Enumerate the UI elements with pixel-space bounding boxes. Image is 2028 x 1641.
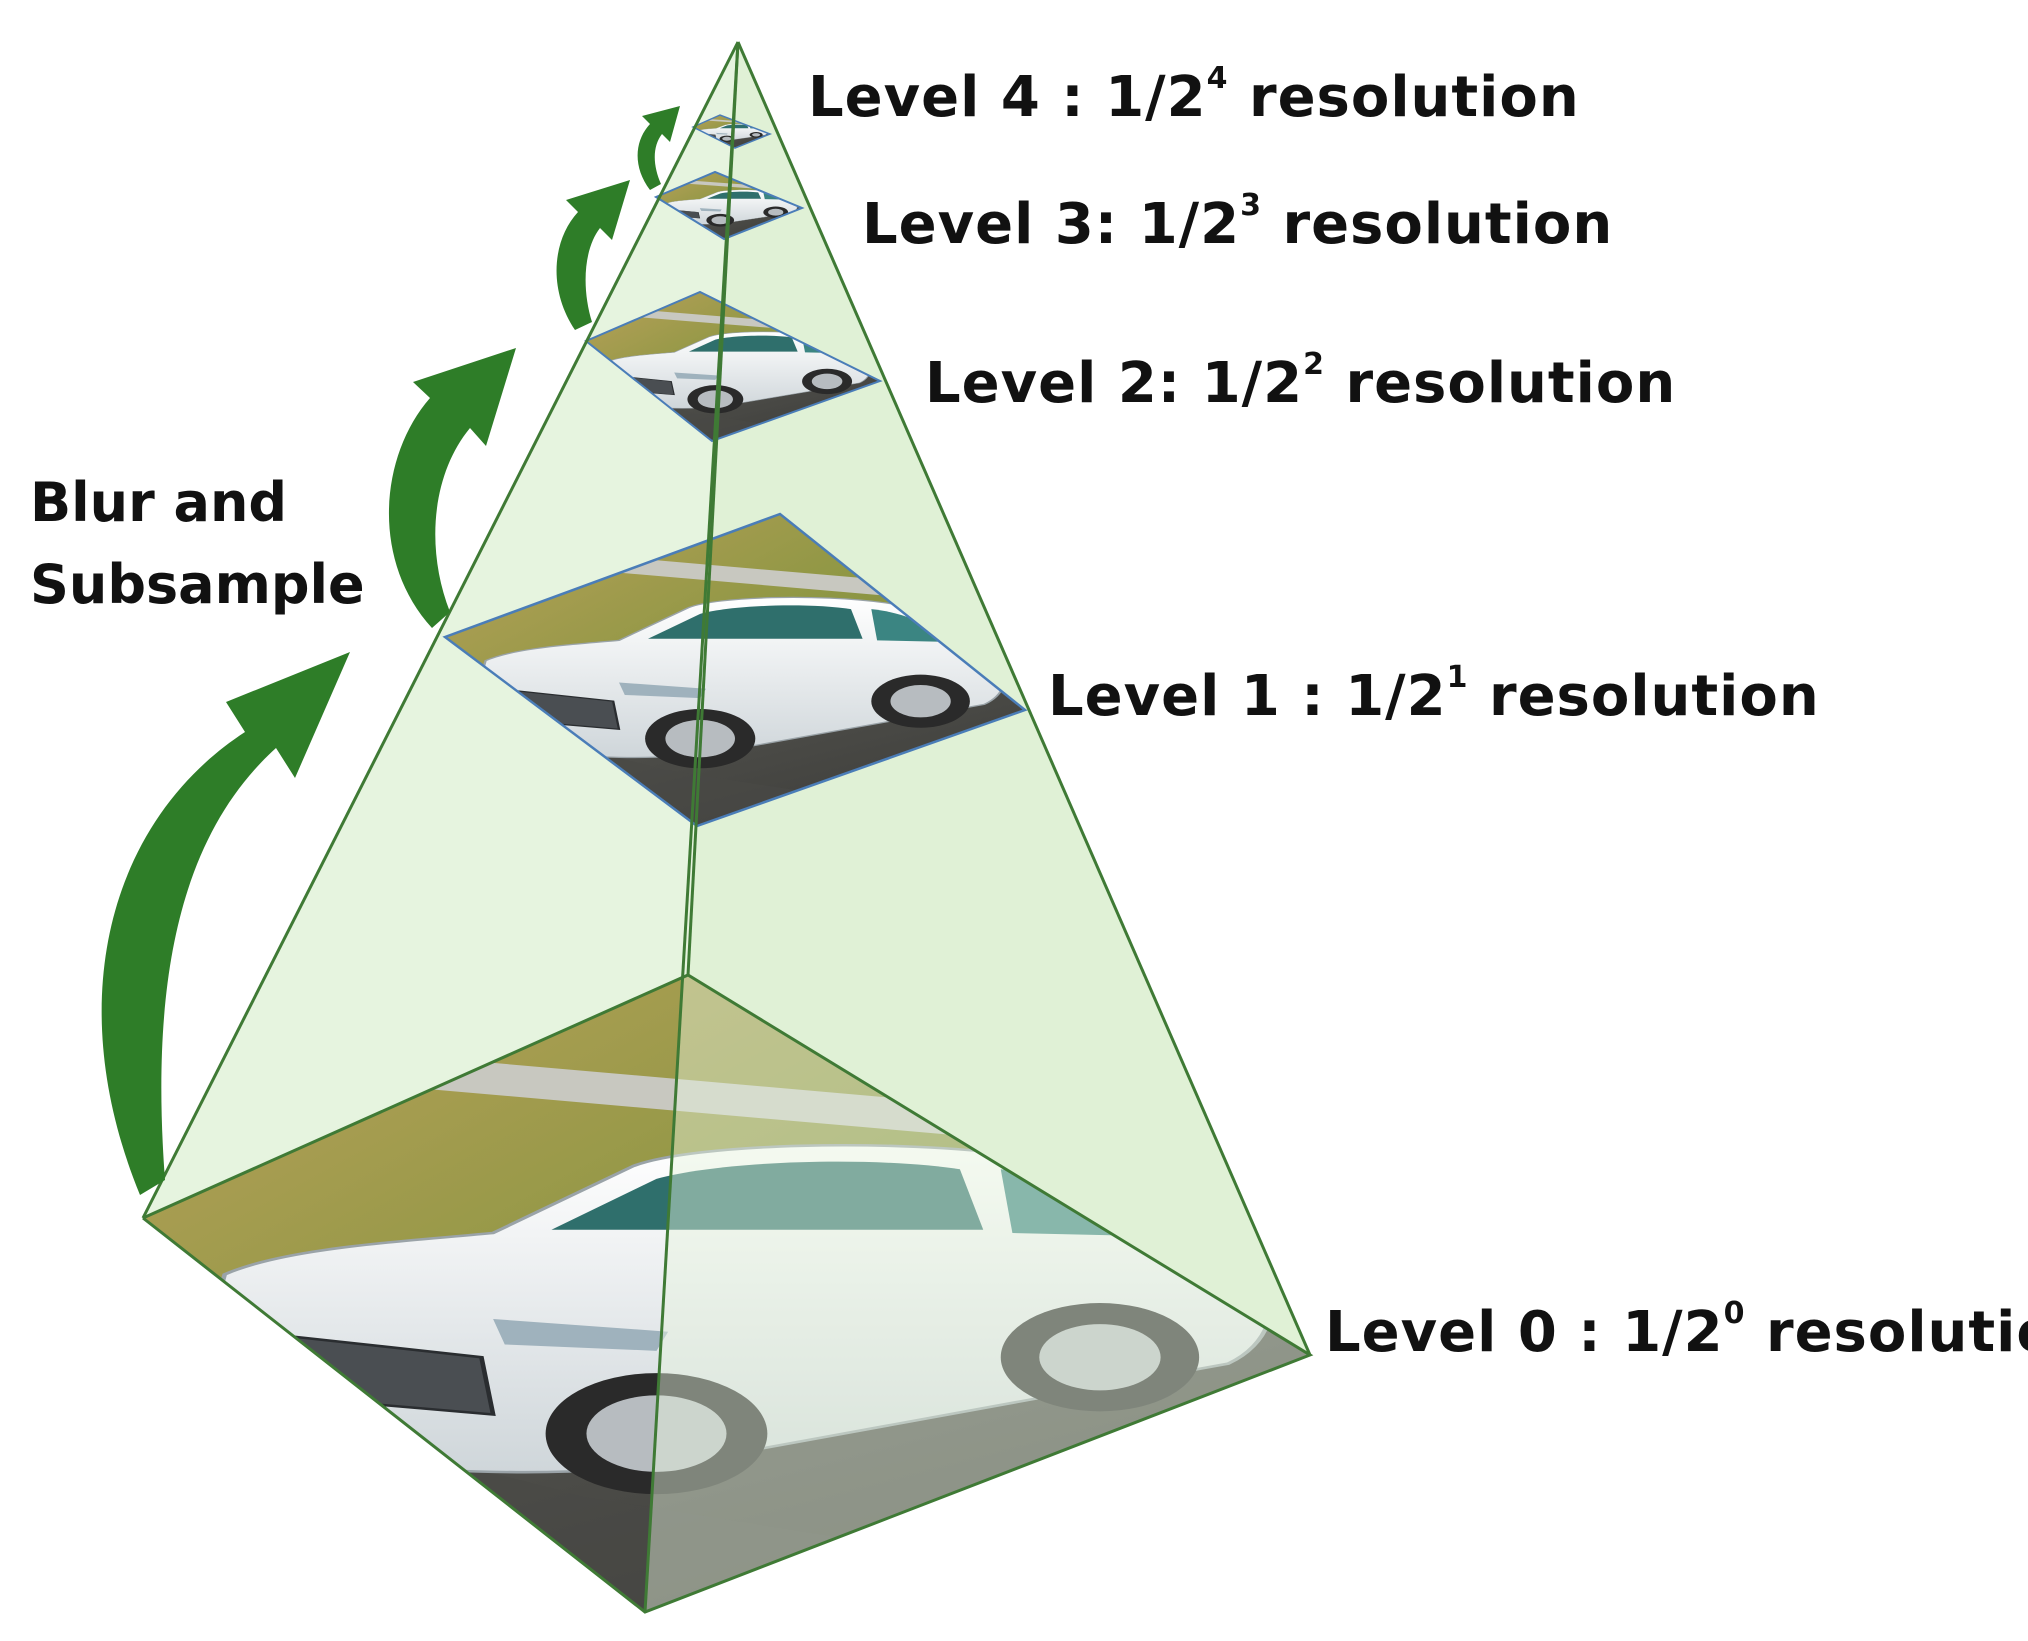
level-3-label: Level 3: 1/23 resolution [862, 188, 1614, 257]
level-2-label: Level 2: 1/22 resolution [925, 347, 1677, 416]
blur-label-line-2: Subsample [30, 553, 365, 616]
level-0-label: Level 0 : 1/20 resolution [1325, 1296, 2028, 1365]
level-1-label: Level 1 : 1/21 resolution [1048, 660, 1820, 729]
curved-arrow-icon [388, 348, 516, 628]
pyramid-edges [141, 41, 1314, 1614]
pyramid-face-front [645, 42, 1310, 1612]
curved-arrow-icon [556, 180, 630, 330]
blur-label-line-1: Blur and [30, 471, 288, 534]
blur-and-subsample-label: Blur and Subsample [30, 462, 365, 626]
curved-arrow-icon [637, 106, 680, 190]
level-4-label: Level 4 : 1/24 resolution [808, 61, 1580, 130]
curved-arrow-icon [101, 652, 351, 1195]
